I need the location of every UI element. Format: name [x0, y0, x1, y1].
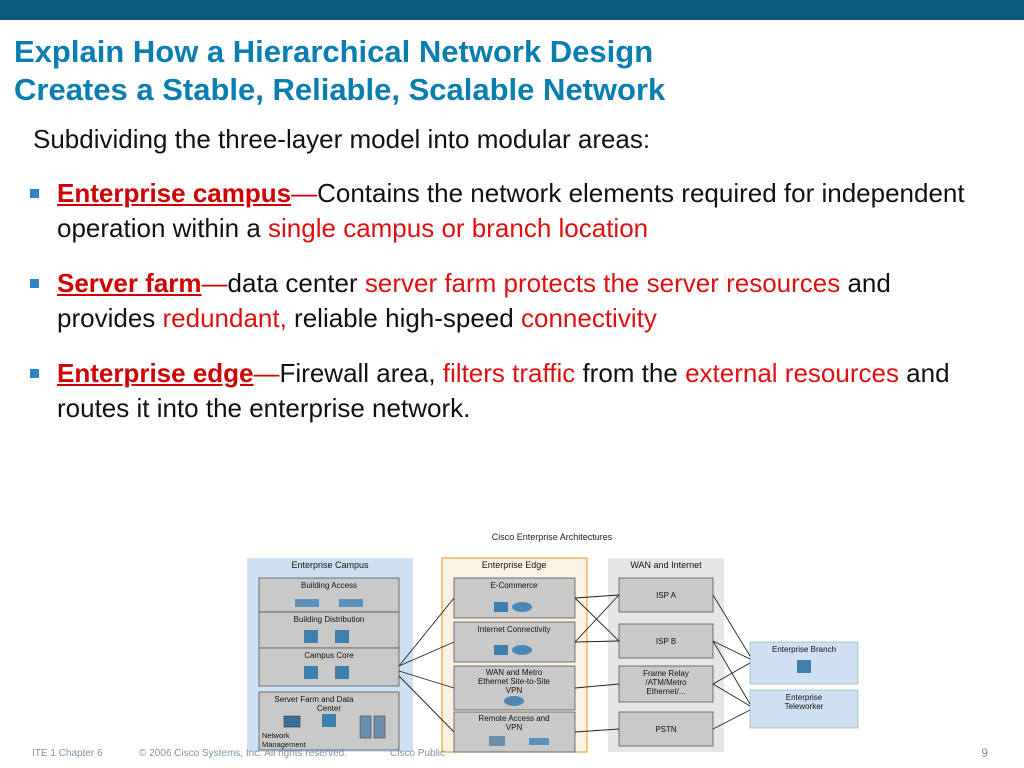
bullet-term: Server farm — [57, 268, 202, 298]
server-icon — [359, 715, 372, 739]
bullet-text: and provides — [57, 268, 891, 333]
bullet-highlight: redundant, — [162, 303, 287, 333]
em-dash: — — [291, 178, 318, 208]
isp-a-box — [618, 577, 714, 613]
edge-header: Enterprise Edge — [482, 560, 547, 570]
building-access-box — [258, 577, 400, 613]
campus-header: Enterprise Campus — [291, 560, 369, 570]
internet-connectivity-label: Internet Connectivity — [478, 625, 551, 634]
em-dash: — — [201, 268, 228, 298]
intro-text: Subdividing the three-layer model into m… — [33, 124, 651, 154]
router-icon — [504, 696, 524, 706]
multilayer-switch-icon — [304, 630, 318, 643]
building-distribution-label: Building Distribution — [294, 615, 365, 624]
vpn-concentrator-icon — [489, 736, 505, 746]
bullet-text: data center — [227, 268, 365, 298]
bullet-marker-icon — [30, 279, 39, 288]
teleworker-label-1: Enterprise — [786, 693, 823, 702]
architecture-diagram: Cisco Enterprise Architectures Enterpris… — [232, 526, 872, 756]
router-icon — [512, 645, 532, 655]
bullet-server-farm: Server farm—data center server farm prot… — [30, 266, 990, 336]
switch-icon — [529, 738, 549, 745]
wan-metro-label-3: VPN — [506, 686, 523, 695]
title-line-2: Creates a Stable, Reliable, Scalable Net… — [14, 72, 666, 107]
frame-relay-label-3: Ethernet/... — [646, 687, 685, 696]
switch-icon — [295, 599, 319, 607]
bullet-list: Enterprise campus—Contains the network e… — [30, 176, 990, 446]
frame-relay-label-1: Frame Relay — [643, 669, 689, 678]
em-dash: — — [253, 358, 280, 388]
campus-core-label: Campus Core — [304, 651, 354, 660]
building-access-label: Building Access — [301, 581, 357, 590]
bullet-enterprise-edge: Enterprise edge—Firewall area, filters t… — [30, 356, 990, 426]
bullet-term: Enterprise campus — [57, 178, 292, 208]
frame-relay-box — [618, 665, 714, 703]
multilayer-switch-icon — [797, 660, 811, 673]
bullet-marker-icon — [30, 189, 39, 198]
internet-connectivity-box — [453, 621, 576, 663]
isp-b-box — [618, 623, 714, 659]
remote-access-label-2: VPN — [506, 723, 523, 732]
building-distribution-box — [258, 611, 400, 649]
multilayer-switch-icon — [304, 666, 318, 679]
title-line-1: Explain How a Hierarchical Network Desig… — [14, 34, 654, 69]
campus-core-box — [258, 647, 400, 687]
slide-title: Explain How a Hierarchical Network Desig… — [14, 33, 1014, 109]
footer-classification: Cisco Public — [390, 748, 446, 759]
ecommerce-label: E-Commerce — [490, 581, 538, 590]
remote-access-box — [453, 711, 576, 753]
network-management-label-2: Management — [262, 740, 307, 749]
multilayer-switch-icon — [335, 630, 349, 643]
teleworker-box — [749, 689, 859, 729]
wan-header: WAN and Internet — [630, 560, 702, 570]
bullet-highlight: connectivity — [520, 303, 657, 333]
remote-access-label-1: Remote Access and — [478, 714, 549, 723]
isp-b-label: ISP B — [656, 637, 676, 646]
bullet-text: reliable high-speed — [286, 303, 521, 333]
computer-icon — [283, 715, 301, 728]
bullet-highlight: external resources — [685, 358, 899, 388]
top-bar — [0, 0, 1024, 20]
frame-relay-label-2: /ATM/Metro — [645, 678, 687, 687]
bullet-marker-icon — [30, 369, 39, 378]
bullet-term: Enterprise edge — [57, 358, 254, 388]
multilayer-switch-icon — [335, 666, 349, 679]
bullet-text: from the — [575, 358, 686, 388]
firewall-icon — [494, 645, 508, 655]
isp-a-label: ISP A — [656, 591, 677, 600]
bullet-highlight: single campus or branch location — [268, 213, 649, 243]
server-farm-label-1: Server Farm and Data — [274, 695, 354, 704]
pstn-label: PSTN — [655, 725, 677, 734]
pstn-box — [618, 711, 714, 747]
enterprise-branch-label: Enterprise Branch — [772, 645, 836, 654]
wan-metro-label-2: Ethernet Site-to-Site — [478, 677, 551, 686]
wan-metro-label-1: WAN and Metro — [486, 668, 543, 677]
multilayer-switch-icon — [322, 714, 336, 727]
bullet-highlight: server farm protects the server resource… — [364, 268, 841, 298]
server-farm-label-2: Center — [317, 704, 341, 713]
page-number: 9 — [981, 746, 988, 760]
network-management-label-1: Network — [262, 731, 290, 740]
switch-icon — [339, 599, 363, 607]
router-icon — [512, 602, 532, 612]
diagram-title: Cisco Enterprise Architectures — [492, 532, 613, 542]
firewall-icon — [494, 602, 508, 612]
footer-chapter: ITE 1 Chapter 6 — [32, 748, 103, 759]
footer-copyright: © 2006 Cisco Systems, Inc. All rights re… — [139, 748, 348, 759]
bullet-enterprise-campus: Enterprise campus—Contains the network e… — [30, 176, 990, 246]
bullet-highlight: filters traffic — [442, 358, 576, 388]
bullet-text: and routes it into the enterprise networ… — [57, 358, 950, 423]
bullet-text: Firewall area, — [279, 358, 443, 388]
teleworker-label-2: Teleworker — [785, 702, 824, 711]
bullet-text: Contains the network elements required f… — [57, 178, 965, 243]
connection-lines — [398, 594, 751, 733]
server-icon — [373, 715, 386, 739]
